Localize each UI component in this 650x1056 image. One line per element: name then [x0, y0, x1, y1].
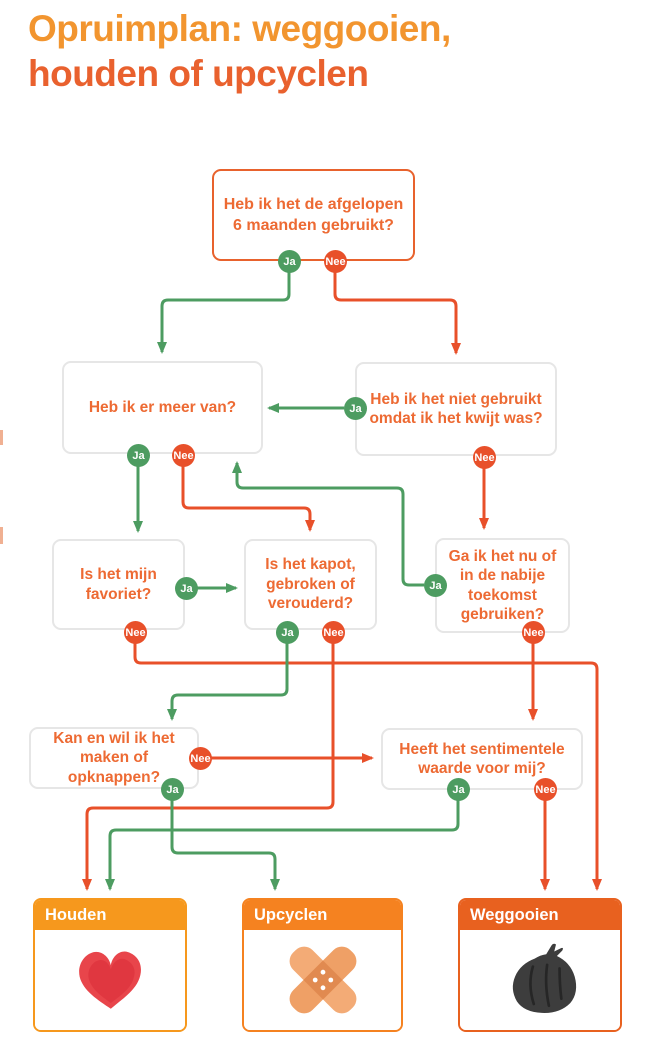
- edge-q5-ja-q7: [167, 643, 289, 721]
- outcome-weggooien-header: Weggooien: [460, 900, 620, 930]
- badge-q8-nee: Nee: [534, 778, 557, 801]
- outcome-upcyclen: Upcyclen: [242, 898, 403, 1032]
- badge-q5-nee: Nee: [322, 621, 345, 644]
- outcome-upcyclen-image: [244, 930, 401, 1030]
- question-box-q2: Heb ik er meer van?: [62, 361, 263, 454]
- left-edge-artifact: [0, 430, 3, 445]
- badge-q7-ja: Ja: [161, 778, 184, 801]
- badge-q1-ja: Ja: [278, 250, 301, 273]
- bandage-icon: [289, 946, 356, 1014]
- edge-q1-nee-q3: [333, 272, 461, 355]
- badge-q7-nee: Nee: [189, 747, 212, 770]
- badge-q5-ja: Ja: [276, 621, 299, 644]
- question-box-q1: Heb ik het de afgelopen 6 maanden gebrui…: [212, 169, 415, 261]
- outcome-houden-header: Houden: [35, 900, 185, 930]
- flowchart-title: Opruimplan: weggooien, houden of upcycle…: [28, 6, 451, 96]
- badge-q4-ja: Ja: [175, 577, 198, 600]
- edge-q8-ja-houden: [105, 800, 460, 891]
- question-box-q6: Ga ik het nu of in de nabije toekomst ge…: [435, 538, 570, 633]
- outcome-upcyclen-header: Upcyclen: [244, 900, 401, 930]
- badge-q2-ja: Ja: [127, 444, 150, 467]
- trash-bag-icon: [512, 943, 577, 1013]
- badge-q6-ja: Ja: [424, 574, 447, 597]
- question-box-q5: Is het kapot, gebroken of verouderd?: [244, 539, 377, 630]
- badge-q2-nee: Nee: [172, 444, 195, 467]
- title-line-2: houden of upcyclen: [28, 53, 369, 94]
- question-box-q4: Is het mijn favoriet?: [52, 539, 185, 630]
- question-box-q3: Heb ik het niet gebruikt omdat ik het kw…: [355, 362, 557, 456]
- badge-q3-ja: Ja: [344, 397, 367, 420]
- outcome-houden: Houden: [33, 898, 187, 1032]
- left-edge-artifact: [0, 527, 3, 544]
- outcome-weggooien-image: [460, 930, 620, 1030]
- badge-q3-nee: Nee: [473, 446, 496, 469]
- title-line-1: Opruimplan: weggooien,: [28, 8, 451, 49]
- outcome-houden-image: [35, 930, 185, 1030]
- outcome-weggooien: Weggooien: [458, 898, 622, 1032]
- badge-q6-nee: Nee: [522, 621, 545, 644]
- badge-q4-nee: Nee: [124, 621, 147, 644]
- badge-q1-nee: Nee: [324, 250, 347, 273]
- heart-icon: [79, 951, 141, 1009]
- edge-q7-ja-upcyclen: [170, 800, 280, 891]
- edge-q2-nee-q5: [181, 466, 315, 532]
- edge-q1-ja-q2: [157, 272, 291, 354]
- badge-q8-ja: Ja: [447, 778, 470, 801]
